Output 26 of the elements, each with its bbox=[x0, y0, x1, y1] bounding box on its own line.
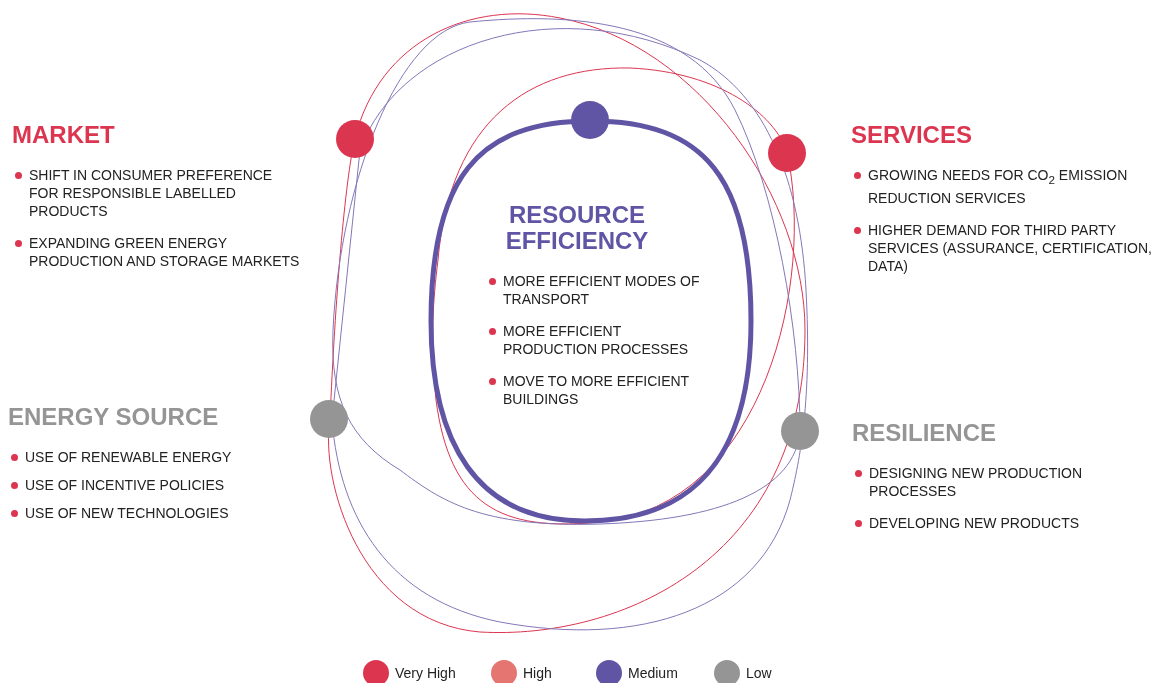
rating-dot bbox=[310, 400, 348, 438]
category-heading: RESOURCE EFFICIENCY bbox=[504, 202, 650, 254]
bullet-text: MOVE TO MORE EFFICIENT BUILDINGS bbox=[503, 373, 689, 407]
category-heading: RESILIENCE bbox=[852, 420, 997, 446]
bullet-text: MORE EFFICIENT PRODUCTION PROCESSES bbox=[503, 323, 689, 357]
bullet-text: USE OF RENEWABLE ENERGY bbox=[25, 449, 232, 465]
bullet-text: HIGHER DEMAND FOR THIRD PARTY SERVICES (ASSURANCE, CERTIFICATION, DATA) bbox=[868, 221, 1152, 274]
category-heading: ENERGY SOURCE bbox=[8, 404, 219, 430]
legend-label: High bbox=[523, 665, 552, 681]
bullet-text: DEVELOPING NEW PRODUCTS bbox=[869, 515, 1080, 531]
bullet-text: USE OF INCENTIVE POLICIES bbox=[25, 477, 225, 493]
bullet-text: MORE EFFICIENT MODES OF TRANSPORT bbox=[503, 273, 700, 307]
category-heading: SERVICES bbox=[851, 122, 972, 148]
bullet-text: GROWING NEEDS FOR CO$_{2}$ EMISSION REDUCTION SERVICES bbox=[868, 167, 1128, 206]
legend-label: Medium bbox=[628, 665, 678, 681]
rating-dot bbox=[781, 412, 819, 450]
bullet-text: EXPANDING GREEN ENERGY PRODUCTION AND STORAGE MARKETS bbox=[29, 235, 300, 269]
legend-label: Low bbox=[746, 665, 772, 681]
rating-dot bbox=[571, 101, 609, 139]
bullet-text: SHIFT IN CONSUMER PREFERENCE FOR RESPONSIBLE LABELLED PRODUCTS bbox=[29, 167, 273, 219]
bullet-text: DESIGNING NEW PRODUCTION PROCESSES bbox=[869, 465, 1083, 499]
rating-dot bbox=[336, 120, 374, 158]
bullet-text: USE OF NEW TECHNOLOGIES bbox=[25, 505, 229, 521]
rating-dot bbox=[768, 134, 806, 172]
category-heading: MARKET bbox=[12, 122, 115, 148]
legend-label: Very High bbox=[395, 665, 456, 681]
